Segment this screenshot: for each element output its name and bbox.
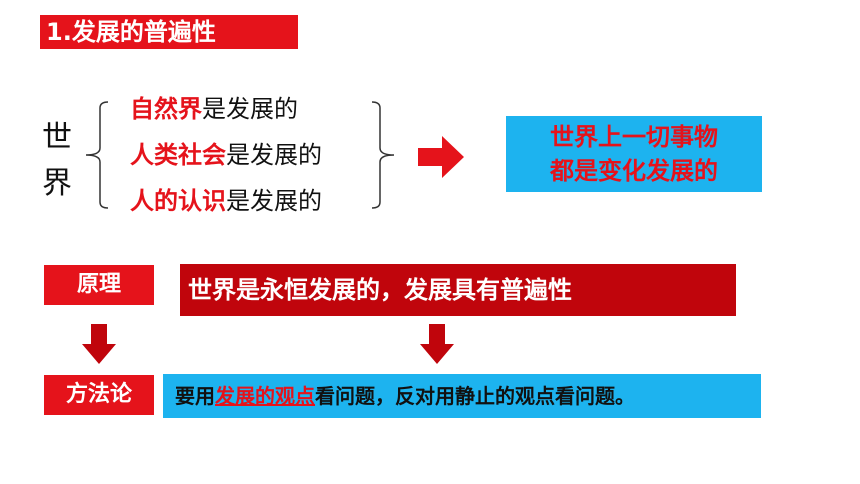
down-arrow-icon bbox=[420, 324, 454, 364]
statement-nature-highlight: 自然界 bbox=[130, 95, 202, 123]
methodology-label: 方法论 bbox=[44, 375, 154, 415]
left-brace-icon bbox=[85, 101, 109, 209]
statement-society: 人类社会是发展的 bbox=[130, 138, 322, 172]
conclusion-line-2: 都是变化发展的 bbox=[550, 157, 718, 185]
section-title: 1.发展的普遍性 bbox=[40, 15, 298, 49]
statement-nature: 自然界是发展的 bbox=[130, 92, 298, 126]
methodology-prefix: 要用 bbox=[175, 384, 215, 408]
methodology-text: 要用发展的观点看问题，反对用静止的观点看问题。 bbox=[163, 374, 761, 418]
world-char-1: 世 bbox=[42, 120, 72, 155]
statement-cognition: 人的认识是发展的 bbox=[130, 184, 322, 218]
principle-text: 世界是永恒发展的，发展具有普遍性 bbox=[180, 264, 736, 316]
conclusion-box: 世界上一切事物 都是变化发展的 bbox=[506, 116, 762, 192]
principle-label: 原理 bbox=[44, 265, 154, 305]
methodology-suffix: 看问题，反对用静止的观点看问题。 bbox=[315, 384, 635, 408]
methodology-highlight: 发展的观点 bbox=[215, 384, 315, 408]
statement-cognition-highlight: 人的认识 bbox=[130, 187, 226, 215]
world-char-2: 界 bbox=[42, 166, 72, 201]
statement-cognition-rest: 是发展的 bbox=[226, 187, 322, 215]
statement-society-highlight: 人类社会 bbox=[130, 141, 226, 169]
conclusion-line-1: 世界上一切事物 bbox=[550, 123, 718, 151]
statement-nature-rest: 是发展的 bbox=[202, 95, 298, 123]
statement-society-rest: 是发展的 bbox=[226, 141, 322, 169]
right-arrow-icon bbox=[418, 136, 464, 178]
down-arrow-icon bbox=[82, 324, 116, 364]
right-brace-icon bbox=[371, 101, 395, 209]
